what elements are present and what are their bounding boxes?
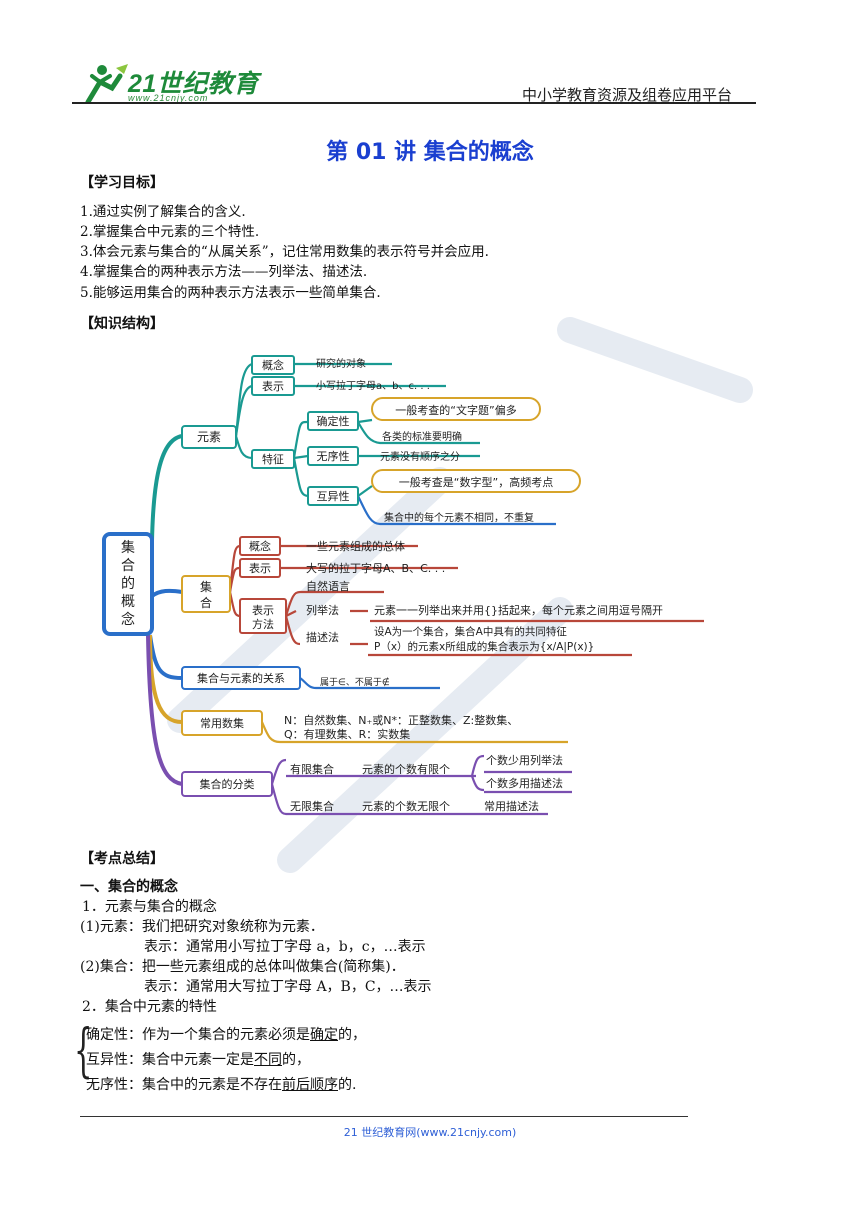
node-infinite-desc: 元素的个数无限个 (362, 799, 450, 813)
node-enum-desc: 元素一一列举出来并用{}括起来，每个元素之间用逗号隔开 (374, 603, 663, 617)
svg-text:合: 合 (121, 558, 135, 574)
summary-heading: 【考点总结】 (80, 851, 164, 867)
node-unordered: 无序性 (317, 449, 350, 463)
footer-divider (80, 1116, 688, 1117)
node-distinct-desc: 集合中的每个元素不相同，不重复 (384, 511, 534, 524)
structure-heading: 【知识结构】 (80, 316, 164, 332)
node-finite-desc: 元素的个数有限个 (362, 762, 450, 776)
node-set-concept: 概念 (249, 539, 271, 553)
goals-heading: 【学习目标】 (80, 175, 164, 191)
node-natural-lang: 自然语言 (306, 579, 350, 593)
goal-item: 3.体会元素与集合的“从属关系”，记住常用数集的表示符号并会应用. (80, 244, 489, 260)
node-numsets: 常用数集 (200, 716, 244, 730)
node-numsets-line2: Q：有理数集、R：实数集 (284, 727, 410, 741)
node-finite-many: 个数多用描述法 (486, 776, 563, 790)
goal-item: 4.掌握集合的两种表示方法——列举法、描述法. (80, 264, 368, 280)
footer-link[interactable]: 21 世纪教育网(www.21cnjy.com) (343, 1126, 517, 1139)
node-relation: 集合与元素的关系 (197, 671, 285, 685)
node-desc-method: 描述法 (306, 630, 339, 644)
paragraph: 2．集合中元素的特性 (82, 999, 217, 1015)
paragraph: (1)元素：我们把研究对象统称为元素． (80, 919, 324, 935)
page-title: 第 01 讲 集合的概念 (326, 140, 534, 165)
svg-text:念: 念 (121, 611, 135, 628)
paragraph: (2)集合：把一些元素组成的总体叫做集合(简称集)． (80, 959, 405, 975)
characteristic-line: 确定性：作为一个集合的元素必须是确定的， (86, 1027, 366, 1043)
node-classify: 集合的分类 (200, 777, 255, 791)
characteristic-line: 无序性：集合中的元素是不存在前后顺序的. (86, 1077, 357, 1093)
node-determinate-desc: 各类的标准要明确 (382, 430, 462, 443)
mind-map: 集 合 的 概 念 元素 概念 研究的对象 表示 小写拉丁字母a、b、c. . … (102, 355, 704, 816)
node-desc-line1: 设A为一个集合，集合A中具有的共同特征 (374, 625, 567, 638)
paragraph: 1．元素与集合的概念 (82, 899, 217, 915)
node-set-repr-desc: 大写的拉丁字母A、B、C. . . (306, 561, 445, 575)
node-set-concept-desc: 一些元素组成的总体 (306, 539, 405, 553)
node-element: 元素 (197, 430, 221, 444)
logo-text: 21世纪教育 (128, 70, 259, 98)
brace-icon: { (74, 1016, 93, 1084)
goal-item: 1.通过实例了解集合的含义. (80, 204, 246, 220)
node-finite: 有限集合 (290, 762, 334, 776)
paragraph: 表示：通常用小写拉丁字母 a，b，c，…表示 (144, 939, 426, 955)
paragraph: 表示：通常用大写拉丁字母 A，B，C，…表示 (144, 979, 432, 995)
svg-text:表示: 表示 (252, 603, 274, 617)
node-numsets-line1: N：自然数集、N₊或N*：正整数集、Z:整数集、 (284, 713, 518, 727)
node-desc-line2: P（x）的元素x所组成的集合表示为{x/A|P(x)} (374, 640, 594, 653)
goal-item: 5.能够运用集合的两种表示方法表示一些简单集合. (80, 285, 381, 301)
platform-name: 中小学教育资源及组卷应用平台 (522, 86, 733, 104)
svg-text:合: 合 (200, 595, 212, 610)
node-relation-desc: 属于∈、不属于∉ (320, 677, 390, 688)
node-infinite: 无限集合 (290, 799, 334, 813)
node-finite-few: 个数少用列举法 (486, 753, 563, 767)
node-enum: 列举法 (306, 603, 339, 617)
logo-url: www.21cnjy.com (128, 93, 209, 103)
node-el-repr: 表示 (262, 379, 284, 393)
node-determinate-note: 一般考查的“文字题”偏多 (395, 403, 516, 417)
node-distinct-note: 一般考查是“数字型”，高频考点 (399, 475, 553, 489)
svg-text:概: 概 (121, 594, 135, 610)
node-distinct: 互异性 (317, 489, 350, 503)
node-set-repr: 表示 (249, 561, 271, 575)
svg-text:集: 集 (200, 579, 212, 594)
section-heading: 一、集合的概念 (80, 879, 178, 895)
logo-icon (85, 64, 128, 104)
header-divider (72, 102, 756, 104)
node-unordered-desc: 元素没有顺序之分 (380, 450, 460, 463)
node-el-concept-desc: 研究的对象 (316, 357, 366, 370)
node-determinate: 确定性 (317, 414, 350, 428)
map-root-line: 集 (121, 539, 135, 556)
characteristic-line: 互异性：集合中元素一定是不同的， (86, 1052, 310, 1068)
node-el-feature: 特征 (262, 452, 284, 466)
goal-item: 2.掌握集合中元素的三个特性. (80, 224, 260, 240)
svg-text:方法: 方法 (252, 617, 274, 631)
svg-text:的: 的 (121, 576, 135, 592)
node-infinite-method: 常用描述法 (484, 799, 539, 813)
node-el-repr-desc: 小写拉丁字母a、b、c. . . (316, 379, 430, 392)
node-el-concept: 概念 (262, 358, 284, 372)
